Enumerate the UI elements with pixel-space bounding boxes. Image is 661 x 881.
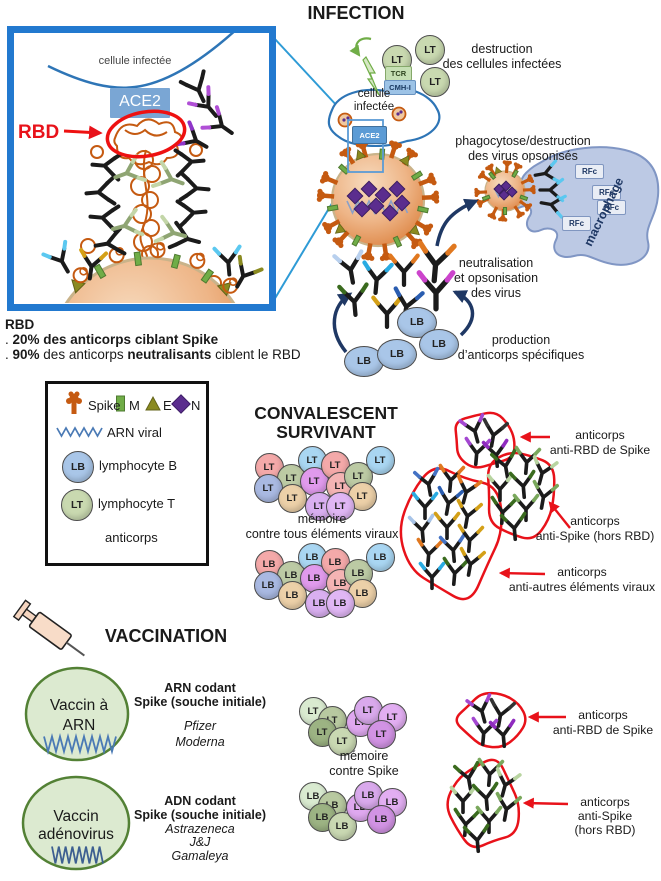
syringe-icon: [12, 599, 85, 657]
infected-cell-blob: [327, 87, 441, 148]
green-attack-arrow: [349, 37, 372, 57]
legend-icons: [66, 391, 191, 414]
antibody-icon: [486, 473, 514, 503]
vacc-anti-spike: [449, 757, 523, 854]
small-virus: [474, 160, 536, 222]
legend-box: [45, 381, 209, 566]
rna-wave: [56, 426, 103, 438]
antibody-icon: [337, 282, 369, 317]
antibody-icon: [482, 417, 510, 448]
antibody-icon: [235, 254, 264, 289]
antibody-icon: [187, 85, 219, 118]
antibody-icon: [110, 207, 145, 237]
antibody-icon: [489, 697, 517, 728]
antibody-icon: [90, 152, 123, 182]
rna-wave: [43, 733, 117, 755]
conv-anti-autres: [407, 463, 487, 591]
antibody-icon: [388, 253, 420, 288]
vacc-anti-rbd: [465, 693, 517, 749]
antibody-icon: [456, 474, 483, 505]
antibody-icon: [453, 807, 481, 838]
antibody-icon: [150, 160, 185, 188]
antibody-icon: [93, 226, 127, 256]
antibody-icon: [489, 448, 517, 479]
rbd-pointer-arrow: [63, 125, 103, 140]
antibody-group-outline: [455, 691, 527, 749]
inset-membrane-virus: [64, 241, 239, 303]
antibody-icon: [475, 805, 503, 835]
antibody-icon: [456, 498, 484, 529]
antibody-icon: [488, 718, 516, 749]
antibody-icon: [412, 466, 440, 497]
antibody-icon: [438, 533, 466, 564]
zoom-indicator-rect: [347, 119, 384, 173]
antibody-group-outline: [446, 758, 521, 849]
antibody-icon: [437, 485, 465, 516]
antibody-icon: [495, 791, 523, 822]
red-pointer-arrow: [498, 567, 546, 579]
antibody-icon: [362, 260, 394, 295]
antibody-icon: [418, 561, 446, 591]
antibody-icon: [532, 479, 560, 510]
antibody-icon: [459, 546, 487, 577]
antibody-icon: [495, 767, 522, 798]
antibody-icon: [532, 455, 559, 486]
production-antibodies: [332, 240, 457, 330]
antibody-icon: [490, 495, 518, 526]
antibody-icon: [499, 511, 527, 542]
antibody-icon: [481, 438, 509, 469]
cell-membrane-curve: [47, 33, 235, 89]
antibody-icon: [433, 511, 461, 541]
conv-anti-rbd: [458, 413, 510, 469]
antibody-icon: [438, 463, 466, 494]
red-pointer-arrow: [548, 501, 571, 529]
adenovirus-vaccine-circle: [21, 775, 131, 871]
antibody-icon: [465, 693, 492, 724]
inset-static-art: [41, 33, 264, 303]
rna-wave: [51, 846, 104, 864]
t-cell-attack-art: [349, 37, 380, 96]
navy-flow-arrows: [332, 198, 479, 354]
antibody-icon: [407, 513, 435, 544]
macrophage-link-antibodies: [533, 159, 567, 219]
antibody-icon: [416, 537, 444, 568]
antibody-icon: [84, 176, 117, 206]
antibody-icon: [79, 247, 109, 281]
antibody-icon: [539, 194, 567, 219]
antibody-icon: [416, 270, 456, 312]
antibody-icon: [153, 214, 188, 244]
antibody-icon: [452, 760, 480, 791]
antibody-icon: [462, 823, 490, 854]
e-protein-icon: [145, 395, 161, 411]
inset-antibodies: [41, 69, 264, 289]
antibody-icon: [178, 172, 211, 202]
antibody-icon: [178, 69, 206, 104]
m-protein-icon: [116, 395, 125, 412]
antibody-icon: [458, 413, 485, 444]
rbd-highlight-ellipse: [105, 109, 187, 159]
antibody-icon: [332, 249, 364, 285]
antibody-group-outline: [486, 451, 556, 540]
antibody-icon: [371, 295, 403, 330]
antibody-icon: [457, 523, 485, 554]
big-virus: [316, 140, 440, 262]
antibody-icon: [173, 148, 206, 178]
macrophage-blob: [510, 146, 660, 266]
spike-icon: [66, 391, 82, 414]
lightning-bolt-icon: [362, 56, 380, 96]
antibody-icon: [41, 239, 70, 274]
conv-anti-spike: [486, 445, 560, 542]
antibody-icon: [417, 240, 457, 284]
antibody-icon: [200, 105, 234, 135]
antibody-icon: [471, 781, 499, 812]
n-protein-icon: [171, 394, 191, 414]
antibody-icon: [512, 493, 540, 523]
antibody-icon: [212, 244, 242, 277]
antibody-icon: [508, 469, 536, 500]
red-pointer-arrow: [522, 797, 569, 809]
antibody-icon: [411, 491, 439, 521]
